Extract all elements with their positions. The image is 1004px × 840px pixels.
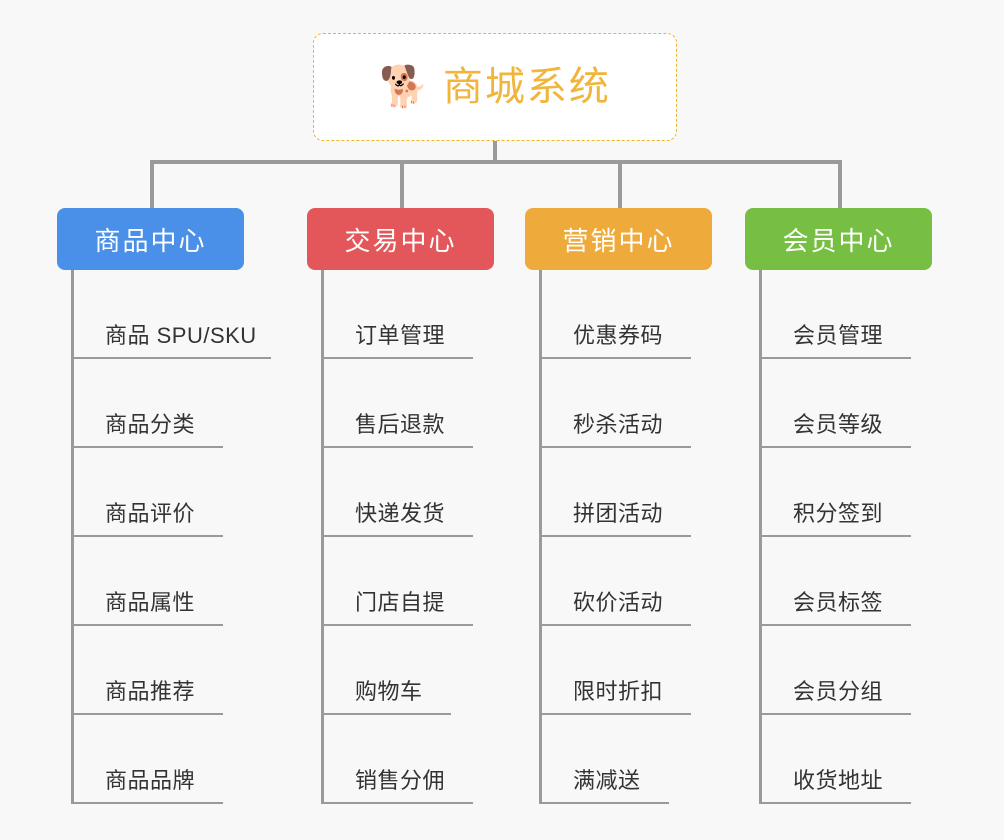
leaf-label: 商品分类 <box>105 412 196 437</box>
branch-column-2: 交易中心 订单管理 售后退款 快递发货 门店自提 购物车 <box>307 208 494 804</box>
branch-header-label: 会员中心 <box>782 225 895 256</box>
branch-trunk-2 <box>321 270 324 804</box>
leaf-label: 商品评价 <box>105 501 196 526</box>
leaf-label: 会员标签 <box>793 590 884 615</box>
branch-trunk-4 <box>759 270 762 804</box>
leaf-label: 收货地址 <box>793 768 884 793</box>
leaf-label: 商品推荐 <box>105 679 196 704</box>
branch-column-1: 商品中心 商品 SPU/SKU 商品分类 商品评价 商品属性 商品推荐 <box>57 208 271 804</box>
leaf-label: 砍价活动 <box>573 590 664 615</box>
branch-header-label: 交易中心 <box>344 225 457 256</box>
branch-column-3: 营销中心 优惠券码 秒杀活动 拼团活动 砍价活动 限时折扣 <box>525 208 712 804</box>
leaf-underline <box>71 802 223 804</box>
connector-stem <box>493 141 497 163</box>
leaf-underline <box>71 624 223 626</box>
leaf-underline <box>539 713 691 715</box>
leaf-label: 商品属性 <box>105 590 196 615</box>
leaf-label: 会员等级 <box>793 412 884 437</box>
leaf-underline <box>539 624 691 626</box>
leaf-underline <box>321 446 473 448</box>
branch-column-4: 会员中心 会员管理 会员等级 积分签到 会员标签 会员分组 <box>745 208 932 804</box>
leaf-underline <box>759 535 911 537</box>
leaf-label: 商品品牌 <box>105 768 196 793</box>
leaf-underline <box>539 802 669 804</box>
branch-trunk-1 <box>71 270 74 804</box>
leaf-label: 商品 SPU/SKU <box>105 323 257 348</box>
leaf-label: 订单管理 <box>355 323 446 348</box>
leaf-label: 积分签到 <box>793 501 884 526</box>
leaf-underline <box>539 446 691 448</box>
branch-header-label: 商品中心 <box>94 225 207 256</box>
leaf-underline <box>759 802 911 804</box>
leaf-underline <box>71 357 271 359</box>
leaf-label: 拼团活动 <box>573 501 664 526</box>
leaf-label: 限时折扣 <box>573 679 664 704</box>
branch-header-2[interactable]: 交易中心 <box>307 208 494 270</box>
leaf-label: 秒杀活动 <box>573 412 664 437</box>
leaf-label: 售后退款 <box>355 412 446 437</box>
leaf-label: 会员分组 <box>793 679 884 704</box>
leaf-label: 快递发货 <box>355 501 446 526</box>
leaf-underline <box>71 535 223 537</box>
branch-header-3[interactable]: 营销中心 <box>525 208 712 270</box>
leaf-underline <box>321 357 473 359</box>
leaf-label: 购物车 <box>355 679 423 704</box>
leaf-underline <box>321 535 473 537</box>
connector-drop-1 <box>150 160 154 210</box>
connector-drop-4 <box>838 160 842 210</box>
leaf-label: 门店自提 <box>355 590 446 615</box>
connector-drop-3 <box>618 160 622 210</box>
leaf-underline <box>71 446 223 448</box>
leaf-underline <box>759 357 911 359</box>
leaf-label: 满减送 <box>573 768 641 793</box>
leaf-underline <box>321 713 451 715</box>
leaf-label: 优惠券码 <box>573 323 664 348</box>
leaf-underline <box>759 624 911 626</box>
leaf-underline <box>321 802 473 804</box>
branch-trunk-3 <box>539 270 542 804</box>
root-title: 商城系统 <box>442 65 611 109</box>
leaf-underline <box>539 535 691 537</box>
shiba-dog-face-icon: 🐕 <box>379 65 429 109</box>
leaf-underline <box>759 446 911 448</box>
branch-header-4[interactable]: 会员中心 <box>745 208 932 270</box>
leaf-underline <box>321 624 473 626</box>
connector-horizontal-bar <box>150 160 842 164</box>
leaf-label: 销售分佣 <box>355 768 446 793</box>
branch-header-1[interactable]: 商品中心 <box>57 208 244 270</box>
leaf-underline <box>539 357 691 359</box>
root-node[interactable]: 🐕 商城系统 <box>313 33 677 141</box>
leaf-label: 会员管理 <box>793 323 884 348</box>
branch-header-label: 营销中心 <box>562 225 675 256</box>
connector-drop-2 <box>400 160 404 210</box>
leaf-underline <box>71 713 223 715</box>
leaf-underline <box>759 713 911 715</box>
